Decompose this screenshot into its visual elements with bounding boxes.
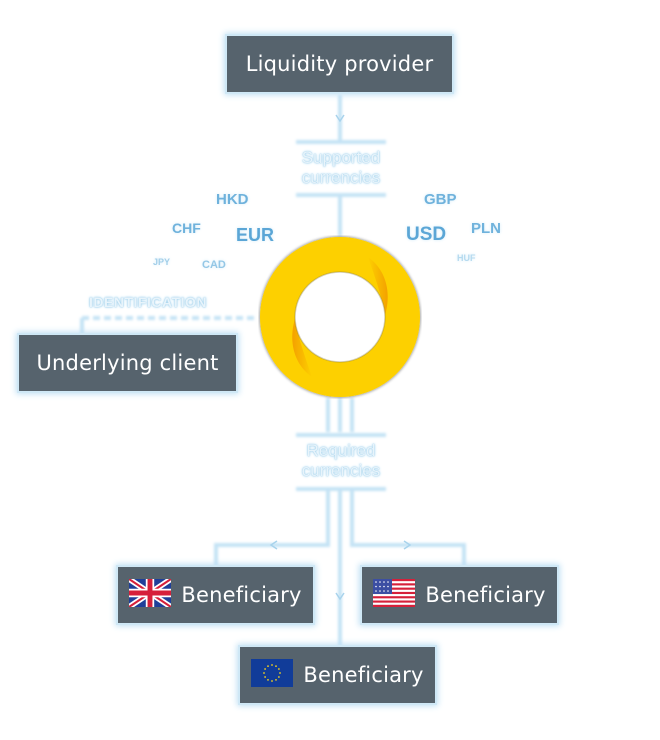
currency-eur: EUR — [236, 225, 275, 245]
beneficiary-eu-label: Beneficiary — [303, 663, 424, 687]
underlying-client-node[interactable]: Underlying client — [19, 335, 236, 391]
arrow-down-icon — [335, 592, 345, 601]
uk-flag-icon — [127, 576, 173, 612]
currency-cad: CAD — [202, 259, 226, 271]
supported-line-1: Supported — [301, 148, 381, 167]
currency-jpy: JPY — [153, 257, 171, 267]
us-flag-icon — [373, 578, 416, 612]
eu-flag-icon — [251, 658, 294, 692]
beneficiary-uk-label: Beneficiary — [181, 583, 302, 607]
connector-to-us — [350, 490, 466, 566]
required-currencies-label: Required currencies — [286, 441, 396, 481]
yellow-ring-icon — [259, 237, 420, 397]
liquidity-provider-label: Liquidity provider — [245, 52, 434, 76]
connector-to-uk — [214, 490, 330, 566]
beneficiary-eu-node[interactable]: Beneficiary — [240, 647, 435, 703]
currency-hkd: HKD — [216, 191, 249, 208]
liquidity-provider-node[interactable]: Liquidity provider — [227, 36, 452, 92]
arrow-right-icon — [403, 540, 412, 550]
supported-currencies-label: Supported currencies — [286, 148, 396, 188]
required-line-2: currencies — [301, 461, 381, 480]
currency-pln: PLN — [471, 220, 501, 237]
currency-chf: CHF — [172, 220, 201, 236]
beneficiary-uk-node[interactable]: Beneficiary — [118, 567, 313, 623]
currency-gbp: GBP — [424, 191, 457, 208]
arrow-left-icon — [269, 540, 278, 550]
required-line-1: Required — [306, 441, 376, 460]
beneficiary-us-label: Beneficiary — [425, 583, 546, 607]
supported-line-2: currencies — [301, 168, 381, 187]
hub-ring-logo[interactable] — [258, 235, 422, 399]
beneficiary-us-node[interactable]: Beneficiary — [362, 567, 557, 623]
currency-huf: HUF — [457, 253, 476, 263]
arrow-down-icon — [335, 114, 345, 123]
currency-usd: USD — [406, 224, 447, 245]
identification-label: IDENTIFICATION — [89, 294, 207, 310]
underlying-client-label: Underlying client — [36, 351, 219, 375]
